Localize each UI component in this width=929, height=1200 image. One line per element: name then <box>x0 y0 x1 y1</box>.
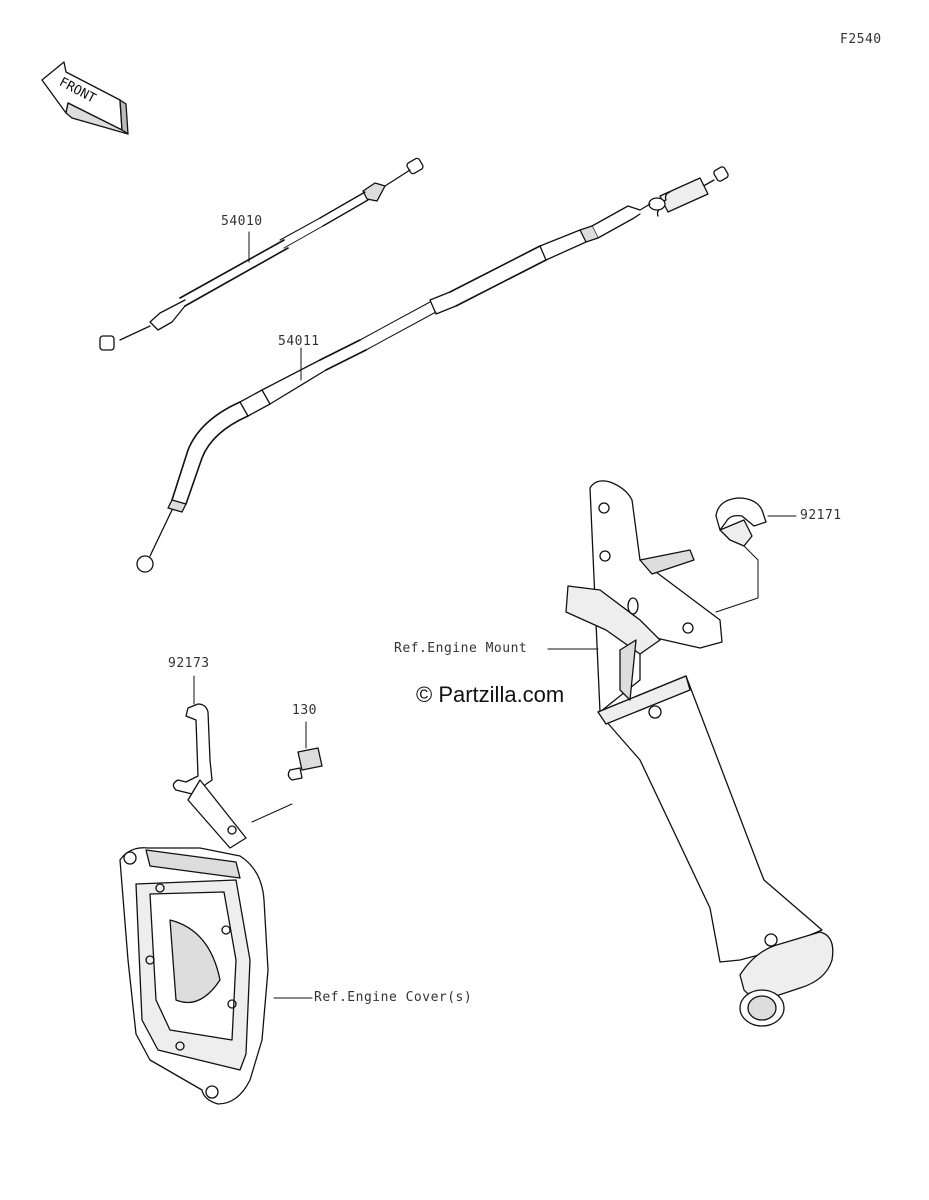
front-arrow-icon: FRONT <box>41 61 129 135</box>
watermark: © Partzilla.com <box>416 682 565 707</box>
part-label-54011: 54011 <box>278 334 320 349</box>
cable-54011 <box>136 166 729 573</box>
ref-engine-mount: Ref.Engine Mount <box>394 641 528 656</box>
diagram-code: F2540 <box>840 32 882 47</box>
cable-54010 <box>99 157 424 351</box>
part-label-92171: 92171 <box>800 508 842 523</box>
engine-mount <box>565 480 834 1027</box>
bolt-130 <box>287 747 323 781</box>
bracket-92173 <box>172 703 247 849</box>
part-label-54010: 54010 <box>221 214 263 229</box>
engine-cover <box>119 847 269 1105</box>
clamp-92171 <box>715 497 767 547</box>
ref-engine-cover: Ref.Engine Cover(s) <box>314 990 473 1005</box>
part-label-130: 130 <box>292 703 317 718</box>
part-label-92173: 92173 <box>168 656 210 671</box>
